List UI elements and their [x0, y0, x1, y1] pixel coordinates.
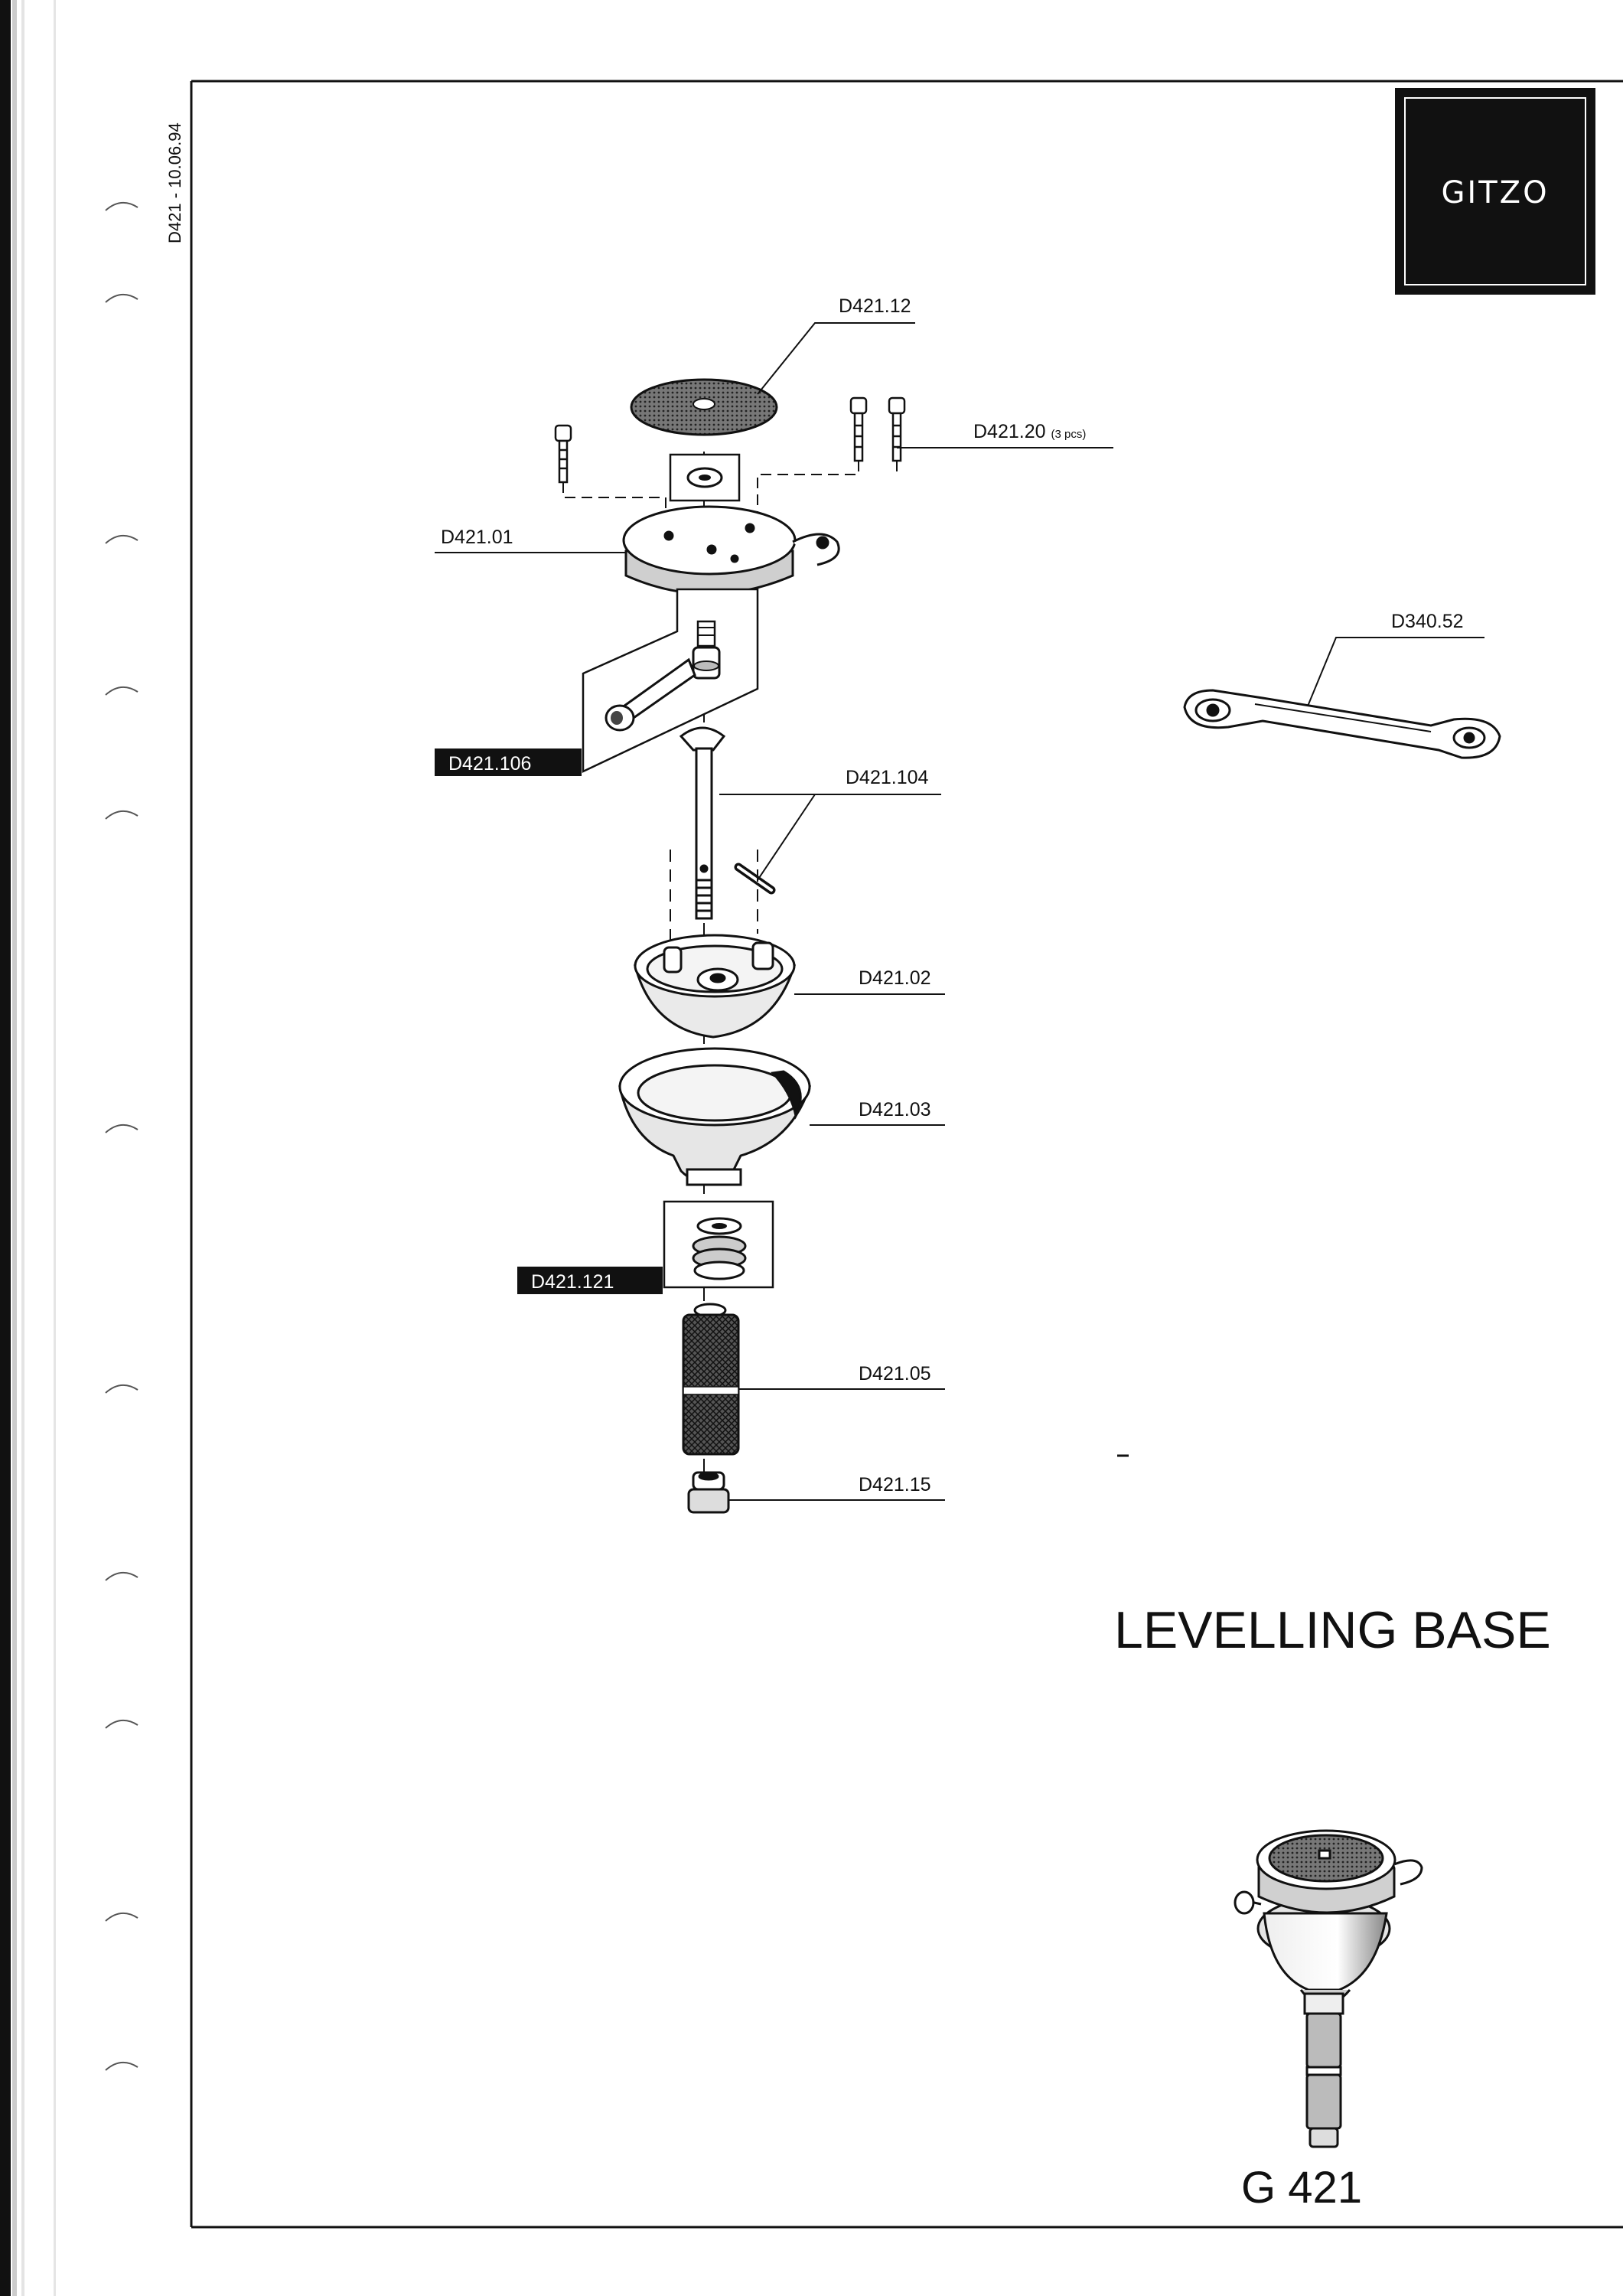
callout-d421-106-box: D421.106 [435, 748, 582, 776]
model-number: G 421 [1241, 2163, 1362, 2213]
callout-d421-106: D421.106 [448, 753, 531, 775]
binding-holes [105, 202, 139, 2071]
part-d421-03-cup [618, 1047, 812, 1186]
callout-d421-03: D421.03 [859, 1099, 931, 1120]
screw-guide-lines [562, 461, 898, 524]
sheet-frame [190, 80, 1623, 2229]
callout-d421-20-qty: (3 pcs) [1051, 428, 1086, 441]
document-reference: D421 - 10.06.94 [165, 122, 184, 243]
callout-d421-01: D421.01 [441, 527, 513, 548]
callout-d421-12: D421.12 [839, 295, 911, 317]
part-d421-01-plate [622, 505, 840, 595]
gitzo-logo: GITZO [1395, 88, 1595, 295]
leader-lines [435, 322, 1484, 1501]
scan-binding-edge [0, 0, 56, 2296]
callout-d421-05: D421.05 [859, 1363, 931, 1384]
callout-d421-20: D421.20 (3 pcs) [973, 421, 1086, 442]
callout-d421-121-box: D421.121 [517, 1267, 663, 1294]
logo-text: GITZO [1441, 175, 1549, 210]
callout-d421-15: D421.15 [859, 1474, 931, 1495]
washer-inset [669, 453, 741, 502]
callout-d421-20-code: D421.20 [973, 421, 1046, 442]
shaft-guide-lines [670, 850, 758, 941]
callout-d340-52: D340.52 [1391, 611, 1464, 632]
part-d421-20-screws [554, 396, 906, 484]
pin [734, 863, 776, 895]
part-d421-05-column [682, 1303, 740, 1456]
part-d421-121-spring [663, 1200, 774, 1289]
page-title: LEVELLING BASE [1114, 1601, 1551, 1659]
callout-d421-104: D421.104 [846, 767, 929, 788]
part-d421-106-knob [582, 588, 759, 773]
part-d421-02-bowl [634, 934, 797, 1039]
part-d340-52-wrench [1183, 689, 1501, 759]
part-d421-15-nut [687, 1471, 730, 1514]
part-d421-12-pad [630, 378, 778, 436]
assembled-levelling-base [1234, 1829, 1423, 2148]
callout-d421-02: D421.02 [859, 967, 931, 989]
part-d421-104-shaft [679, 726, 726, 920]
callout-d421-121: D421.121 [531, 1271, 614, 1293]
